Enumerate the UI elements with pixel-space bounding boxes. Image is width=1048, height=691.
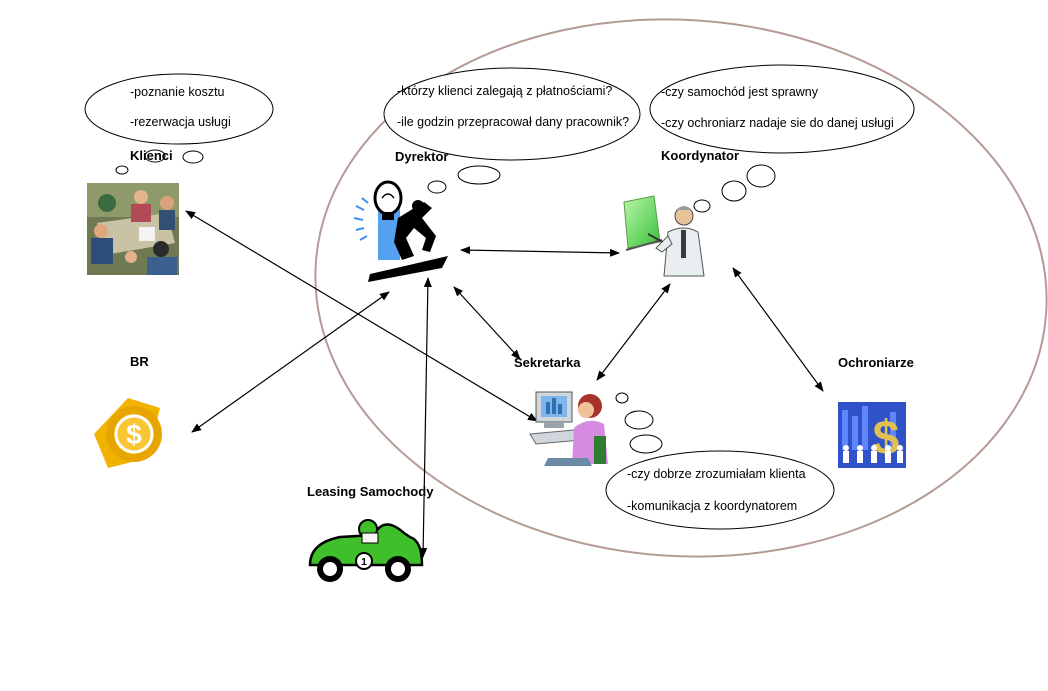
arrow-dyrektor-leasing: [419, 277, 432, 558]
thought-bubble-koordynator: -czy samochód jest sprawny -czy ochronia…: [649, 64, 915, 213]
business-meeting-icon: [87, 183, 179, 275]
presenter-board-icon: [623, 195, 705, 277]
thought-text: -czy dobrze zrozumiałam klienta: [627, 467, 806, 481]
race-car-icon: 1: [308, 519, 424, 582]
arrow-dyrektor-br: [191, 291, 390, 433]
node-label-klienci: Klienci: [130, 148, 173, 163]
thought-bubble-sekretarka: -czy dobrze zrozumiałam klienta -komunik…: [605, 392, 835, 530]
svg-text:$: $: [126, 419, 142, 450]
node-label-sekretarka: Sekretarka: [514, 355, 581, 370]
thought-text: -rezerwacja usługi: [130, 115, 231, 129]
arrow-koordynator-ochroniarze: [732, 267, 824, 392]
lightbulb-businessman-icon: [353, 180, 448, 282]
arrow-dyrektor-sekretarka: [453, 286, 521, 360]
thought-text: -czy samochód jest sprawny: [661, 85, 819, 99]
thought-bubble-dyrektor: -którzy klienci zalegają z płatnościami?…: [383, 67, 641, 194]
arrow-klienci-sekretarka: [185, 210, 538, 422]
thought-text: -czy ochroniarz nadaje sie do danej usłu…: [661, 116, 894, 130]
dollar-coin-icon: $: [94, 398, 162, 468]
node-label-ochroniarze: Ochroniarze: [838, 355, 914, 370]
arrow-dyrektor-koordynator: [460, 246, 620, 257]
people-dollar-icon: $: [838, 402, 906, 468]
thought-text: -komunikacja z koordynatorem: [627, 499, 797, 513]
thought-bubble-klienci: -poznanie kosztu -rezerwacja usługi: [84, 73, 274, 175]
thought-text: -którzy klienci zalegają z płatnościami?: [397, 84, 612, 98]
svg-text:1: 1: [361, 557, 367, 568]
node-label-br: BR: [130, 354, 149, 369]
thought-text: -ile godzin przepracował dany pracownik?: [397, 115, 629, 129]
node-label-leasing: Leasing Samochody: [307, 484, 434, 499]
woman-computer-icon: [529, 391, 608, 466]
node-label-koordynator: Koordynator: [661, 148, 739, 163]
thought-text: -poznanie kosztu: [130, 85, 225, 99]
node-label-dyrektor: Dyrektor: [395, 149, 448, 164]
arrow-koordynator-sekretarka: [596, 283, 671, 381]
